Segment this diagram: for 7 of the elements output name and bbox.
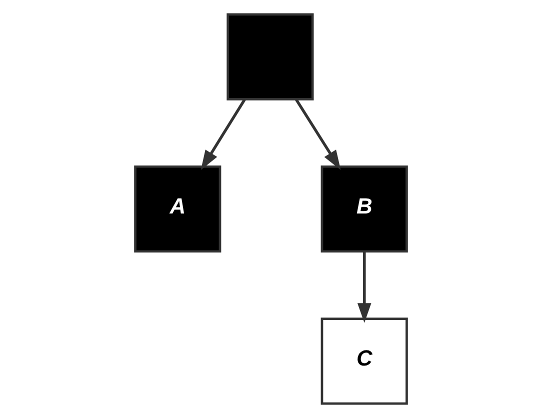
node-box: B [320,165,408,253]
node-box: A [134,165,221,253]
node-box [226,13,314,100]
arrow [356,252,371,323]
arrow [294,98,340,170]
node-box: C [320,318,408,405]
arrow [200,98,246,170]
